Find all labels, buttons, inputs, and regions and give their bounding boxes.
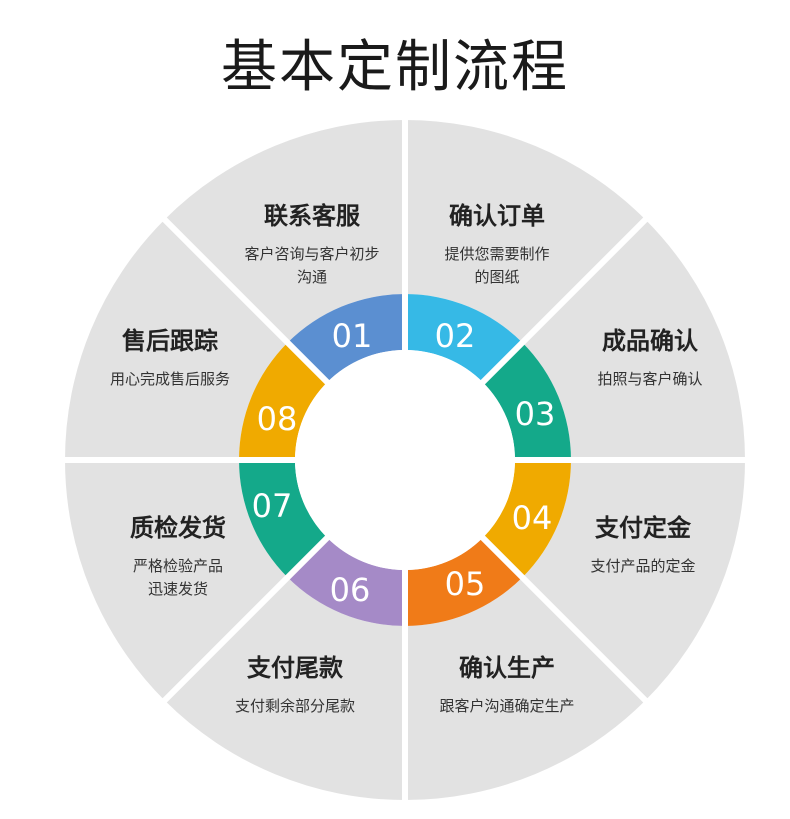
step-title: 质检发货: [130, 514, 226, 542]
outer-sector-08: [65, 219, 288, 460]
outer-sector-05: [405, 577, 646, 800]
step-label-07: 质检发货严格检验产品迅速发货: [130, 508, 226, 601]
ring-segment-03: [482, 342, 571, 460]
step-label-03: 成品确认拍照与客户确认: [597, 321, 702, 391]
ring-segment-07: [239, 460, 328, 578]
step-label-01: 联系客服客户咨询与客户初步沟通: [244, 196, 379, 289]
step-number-02: 02: [434, 317, 476, 355]
step-desc: 用心完成售后服务: [109, 370, 231, 388]
ring-segment-06: [287, 537, 405, 626]
step-desc: 跟客户沟通确定生产: [439, 697, 575, 715]
step-title: 联系客服: [263, 202, 360, 230]
separator-line: [479, 213, 652, 386]
step-title: 成品确认: [601, 327, 698, 355]
ring-segment-08: [239, 342, 328, 460]
step-title: 支付定金: [594, 514, 691, 542]
step-label-06: 支付尾款支付剩余部分尾款: [235, 648, 355, 718]
step-number-08: 08: [256, 400, 298, 438]
step-number-01: 01: [331, 317, 373, 355]
step-label-02: 确认订单提供您需要制作的图纸: [444, 196, 549, 289]
step-number-05: 05: [444, 565, 486, 603]
outer-sector-04: [522, 460, 745, 701]
outer-sector-03: [522, 219, 745, 460]
separator-line: [158, 213, 331, 386]
step-label-05: 确认生产跟客户沟通确定生产: [439, 648, 574, 718]
ring-segment-01: [287, 294, 405, 383]
step-title: 支付尾款: [246, 654, 343, 682]
step-title: 确认订单: [448, 202, 545, 230]
step-desc: 客户咨询与客户初步: [244, 245, 380, 263]
step-desc: 支付剩余部分尾款: [234, 697, 356, 715]
step-title: 确认生产: [458, 654, 555, 682]
step-number-03: 03: [514, 395, 556, 433]
separator-line: [158, 534, 331, 707]
step-desc: 迅速发货: [147, 580, 208, 598]
step-title: 售后跟踪: [121, 327, 218, 355]
outer-sector-01: [164, 120, 405, 343]
step-desc: 拍照与客户确认: [597, 370, 703, 388]
step-number-07: 07: [251, 487, 293, 525]
outer-sector-06: [164, 577, 405, 800]
ring-segment-04: [482, 460, 571, 578]
ring-segment-05: [405, 537, 523, 626]
outer-sector-07: [64, 460, 288, 701]
outer-sector-02: [405, 120, 646, 343]
step-desc: 的图纸: [474, 268, 520, 286]
step-desc: 支付产品的定金: [590, 557, 696, 575]
ring-segment-02: [405, 294, 523, 383]
step-label-08: 售后跟踪用心完成售后服务: [110, 321, 230, 391]
step-desc: 提供您需要制作: [444, 245, 550, 263]
step-desc: 严格检验产品: [132, 557, 223, 575]
step-desc: 沟通: [296, 268, 328, 286]
separator-line: [479, 534, 652, 707]
center-hole: [295, 350, 515, 570]
page-title: 基本定制流程: [221, 35, 569, 100]
step-label-04: 支付定金支付产品的定金: [590, 508, 695, 578]
step-number-06: 06: [329, 571, 371, 609]
step-number-04: 04: [511, 499, 553, 537]
